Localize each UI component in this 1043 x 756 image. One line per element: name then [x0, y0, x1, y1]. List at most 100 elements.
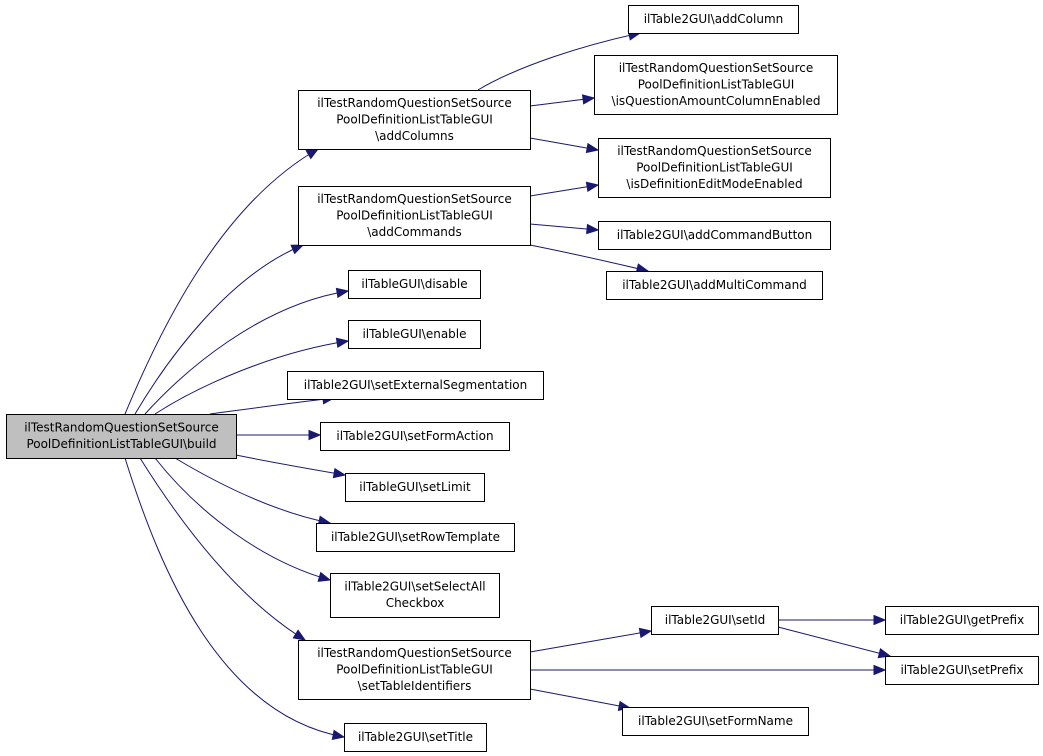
edge-addCommands-to-isDefinitionEditModeEnabled-arrowhead	[585, 181, 600, 193]
edge-setTableIdentifiers-to-setId	[529, 630, 652, 653]
edge-setId-to-getPrefix-arrowhead	[873, 614, 887, 626]
edge-build-to-addCommands-arrowhead	[290, 244, 305, 255]
node-box	[320, 422, 510, 451]
node-addCommandButton[interactable]: ilTable2GUI\addCommandButton	[598, 221, 831, 250]
node-setFormName[interactable]: ilTable2GUI\setFormName	[622, 707, 809, 736]
node-box	[298, 640, 531, 700]
node-label-line: ilTable2GUI\setExternalSegmentation	[304, 378, 527, 392]
node-label-line: PoolDefinitionListTableGUI	[336, 112, 493, 126]
node-isDefinitionEditModeEnabled[interactable]: ilTestRandomQuestionSetSourcePoolDefinit…	[598, 138, 831, 198]
node-label-line: PoolDefinitionListTableGUI	[336, 208, 493, 222]
node-setRowTemplate[interactable]: ilTable2GUI\setRowTemplate	[316, 523, 515, 552]
node-box	[287, 371, 544, 400]
edge-build-to-setTitle-arrowhead	[331, 729, 346, 740]
node-box	[330, 573, 500, 618]
node-label-line: PoolDefinitionListTableGUI	[636, 160, 793, 174]
edge-build-to-addColumns-arrowhead	[305, 148, 320, 160]
edge-build-to-setTitle	[124, 457, 345, 738]
node-box	[651, 606, 779, 635]
node-label-line: ilTestRandomQuestionSetSource	[24, 421, 219, 435]
edge-setId-to-setPrefix-arrowhead	[877, 648, 892, 659]
node-box	[628, 5, 799, 34]
node-box	[885, 606, 1039, 635]
node-setLimit[interactable]: ilTableGUI\setLimit	[345, 473, 485, 502]
node-label-line: ilTable2GUI\addMultiCommand	[622, 278, 807, 292]
node-label-line: ilTable2GUI\addColumn	[644, 12, 784, 26]
edge-addColumns-to-addColumn	[477, 32, 641, 91]
node-label-line: ilTable2GUI\setFormAction	[336, 429, 493, 443]
node-label-line: \addCommands	[367, 225, 462, 239]
node-label-line: PoolDefinitionListTableGUI	[336, 662, 493, 676]
edge-build-to-disable	[144, 290, 349, 415]
edge-build-to-setSelectAllCheckbox	[154, 457, 331, 581]
edge-build-to-setRowTemplate	[174, 457, 331, 524]
node-label-line: ilTable2GUI\addCommandButton	[617, 228, 812, 242]
node-label-line: ilTestRandomQuestionSetSource	[317, 646, 512, 660]
edge-setTableIdentifiers-to-setPrefix-arrowhead	[873, 664, 887, 676]
node-build[interactable]: ilTestRandomQuestionSetSourcePoolDefinit…	[6, 414, 237, 459]
edge-build-to-disable-arrowhead	[335, 287, 350, 299]
edge-build-to-setTableIdentifiers-arrowhead	[292, 629, 307, 641]
node-setTableIdentifiers[interactable]: ilTestRandomQuestionSetSourcePoolDefinit…	[298, 640, 531, 700]
node-box	[316, 523, 515, 552]
edge-build-to-enable	[154, 340, 349, 415]
node-disable[interactable]: ilTableGUI\disable	[348, 270, 481, 299]
node-label-line: ilTable2GUI\setFormName	[638, 714, 793, 728]
node-label-line: \setTableIdentifiers	[358, 679, 472, 693]
node-isQuestionAmountColumnEnabled[interactable]: ilTestRandomQuestionSetSourcePoolDefinit…	[594, 55, 838, 115]
edge-setId-to-setPrefix	[777, 626, 891, 657]
node-box	[885, 656, 1039, 685]
edge-addColumns-to-isDefinitionEditModeEnabled-arrowhead	[585, 142, 600, 154]
node-addCommands[interactable]: ilTestRandomQuestionSetSourcePoolDefinit…	[298, 186, 531, 246]
node-label-line: \addColumns	[375, 129, 454, 143]
edge-addCommands-to-addCommandButton-arrowhead	[586, 223, 600, 235]
node-box	[622, 707, 809, 736]
node-label-line: Checkbox	[386, 596, 445, 610]
node-label-line: \isQuestionAmountColumnEnabled	[612, 94, 821, 108]
node-setFormAction[interactable]: ilTable2GUI\setFormAction	[320, 422, 510, 451]
edge-build-to-setLimit-arrowhead	[332, 467, 347, 479]
node-addMultiCommand[interactable]: ilTable2GUI\addMultiCommand	[606, 271, 823, 300]
edge-build-to-addCommands	[134, 244, 304, 415]
node-box	[598, 221, 831, 250]
edge-build-to-setFormAction-arrowhead	[308, 429, 322, 441]
edge-addCommands-to-addMultiCommand	[529, 244, 649, 272]
node-label-line: ilTestRandomQuestionSetSource	[619, 61, 814, 75]
edge-build-to-setSelectAllCheckbox-arrowhead	[317, 571, 332, 582]
node-label-line: ilTableGUI\disable	[361, 277, 467, 291]
node-box	[594, 55, 838, 115]
node-box	[598, 138, 831, 198]
node-label-line: PoolDefinitionListTableGUI	[638, 77, 795, 91]
nodes-layer: ilTestRandomQuestionSetSourcePoolDefinit…	[6, 5, 1039, 752]
node-box	[606, 271, 823, 300]
node-box	[298, 90, 531, 150]
node-setPrefix[interactable]: ilTable2GUI\setPrefix	[885, 656, 1039, 685]
node-label-line: ilTable2GUI\setSelectAll	[344, 580, 485, 594]
node-addColumn[interactable]: ilTable2GUI\addColumn	[628, 5, 799, 34]
node-addColumns[interactable]: ilTestRandomQuestionSetSourcePoolDefinit…	[298, 90, 531, 150]
node-label-line: ilTable2GUI\setRowTemplate	[331, 530, 500, 544]
node-label-line: PoolDefinitionListTableGUI\build	[26, 437, 216, 451]
node-box	[6, 414, 237, 459]
node-label-line: ilTable2GUI\setId	[665, 613, 766, 627]
edge-setTableIdentifiers-to-setFormName	[529, 688, 631, 709]
node-box	[298, 186, 531, 246]
node-getPrefix[interactable]: ilTable2GUI\getPrefix	[885, 606, 1039, 635]
node-setTitle[interactable]: ilTable2GUI\setTitle	[344, 723, 487, 752]
node-label-line: ilTable2GUI\setTitle	[358, 730, 473, 744]
node-setExternalSegmentation[interactable]: ilTable2GUI\setExternalSegmentation	[287, 371, 544, 400]
edge-build-to-setExternalSegmentation	[209, 397, 335, 415]
node-label-line: \isDefinitionEditModeEnabled	[626, 177, 802, 191]
node-label-line: ilTableGUI\enable	[362, 327, 466, 341]
node-box	[348, 270, 481, 299]
edge-build-to-enable-arrowhead	[335, 337, 350, 348]
node-label-line: ilTableGUI\setLimit	[359, 480, 471, 494]
node-enable[interactable]: ilTableGUI\enable	[348, 320, 481, 349]
edge-addColumns-to-isQuestionAmountColumnEnabled-arrowhead	[581, 94, 596, 105]
node-label-line: ilTestRandomQuestionSetSource	[317, 192, 512, 206]
edge-setTableIdentifiers-to-setId-arrowhead	[638, 627, 653, 639]
node-setId[interactable]: ilTable2GUI\setId	[651, 606, 779, 635]
edge-build-to-setLimit	[235, 454, 346, 476]
